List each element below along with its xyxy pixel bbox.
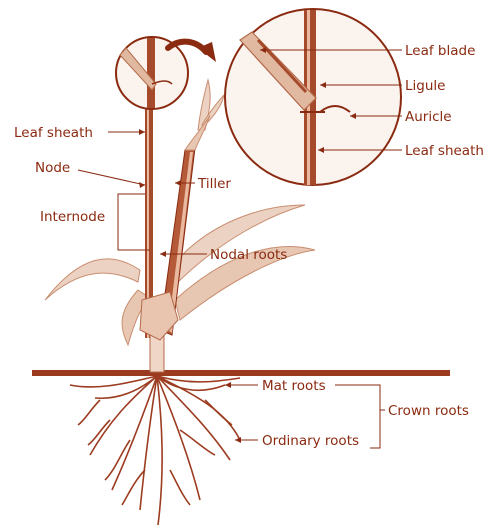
label-crown-roots: Crown roots — [388, 403, 469, 419]
label-ordinary-roots: Ordinary roots — [262, 433, 359, 449]
label-leaf-sheath-inset: Leaf sheath — [405, 143, 484, 159]
label-leaf-blade: Leaf blade — [405, 43, 475, 59]
label-tiller: Tiller — [197, 176, 231, 192]
label-internode: Internode — [40, 209, 105, 225]
label-leaf-sheath-main: Leaf sheath — [14, 125, 93, 141]
roots — [70, 376, 240, 525]
label-ligule: Ligule — [405, 78, 445, 94]
label-nodal-roots: Nodal roots — [210, 247, 287, 263]
zoom-source-circle — [116, 37, 188, 109]
zoom-inset-circle — [225, 9, 401, 185]
label-node: Node — [35, 160, 70, 176]
soil-line — [32, 370, 450, 376]
label-auricle: Auricle — [405, 109, 452, 125]
label-mat-roots: Mat roots — [262, 378, 326, 394]
